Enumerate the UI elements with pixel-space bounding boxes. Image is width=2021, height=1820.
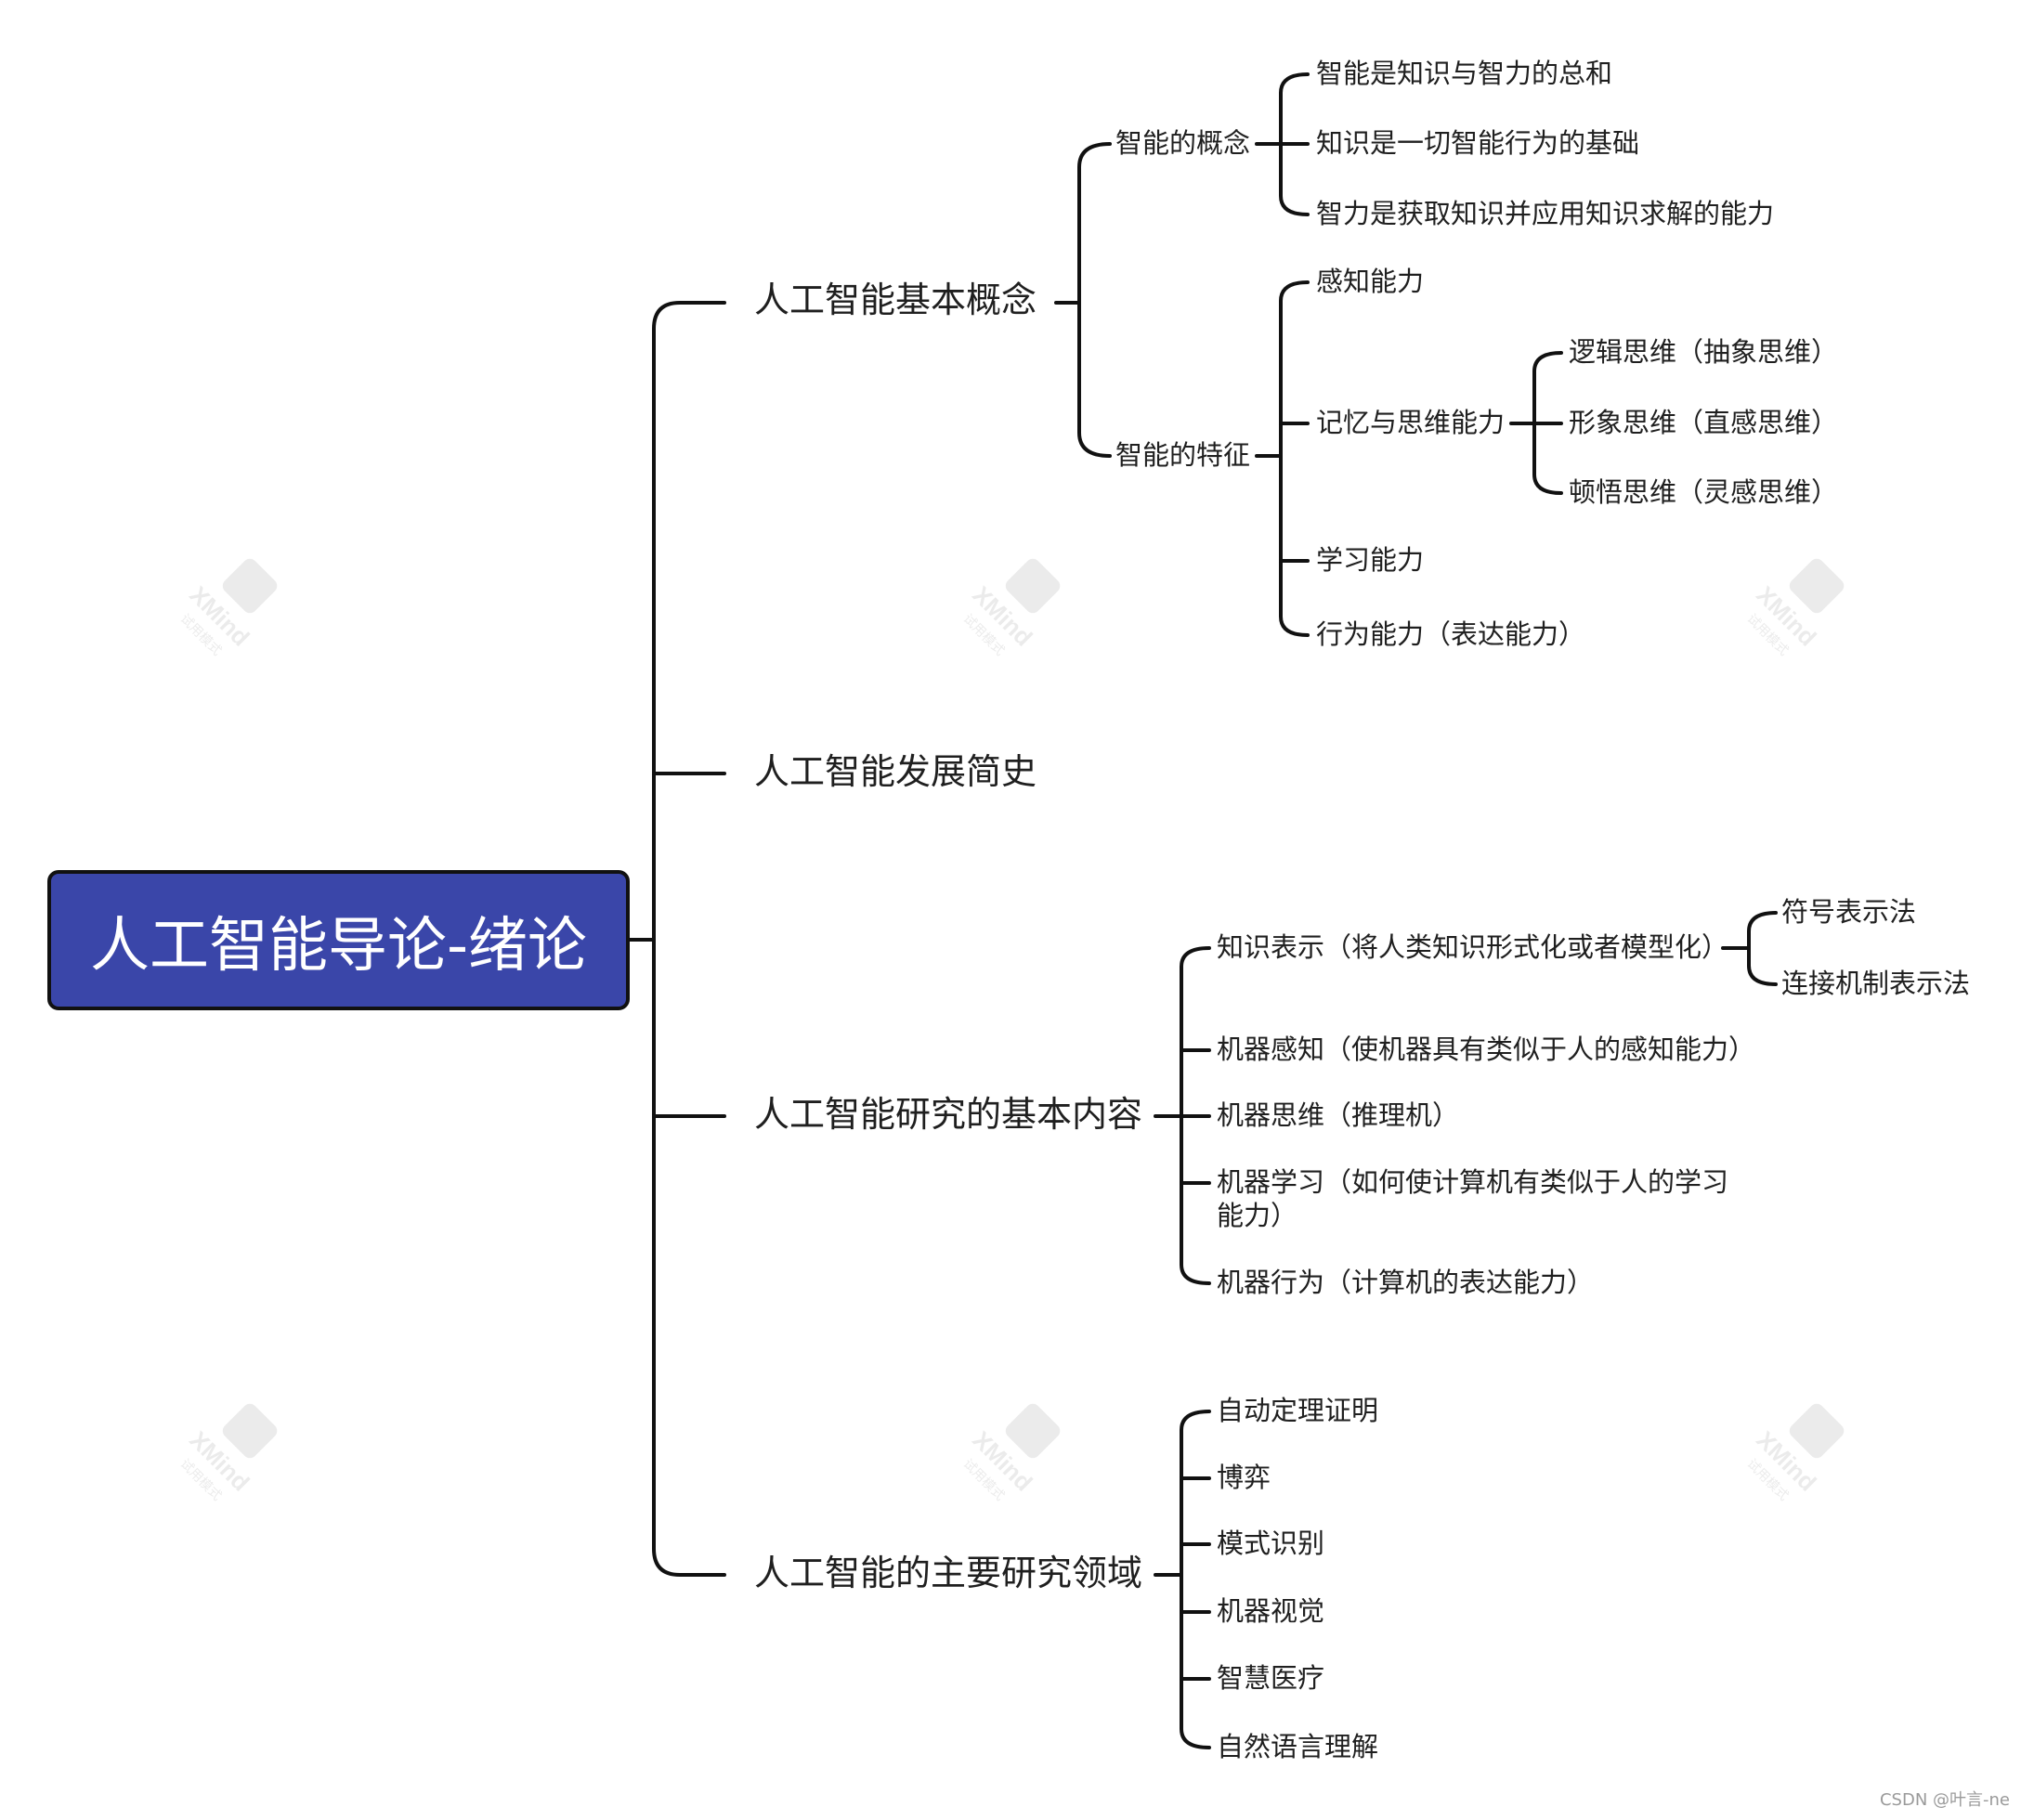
subtopic[interactable]: 博弈 <box>1217 1462 1271 1493</box>
central-topic-label: 人工智能导论-绪论 <box>89 911 588 981</box>
subtopic[interactable]: 机器感知（使机器具有类似于人的感知能力） <box>1217 1034 1756 1065</box>
subtopic[interactable]: 智力是获取知识并应用知识求解的能力 <box>1316 198 1775 229</box>
subtopic[interactable]: 学习能力 <box>1316 544 1425 576</box>
xmind-watermark: XMind 试用模式 <box>1725 539 1864 678</box>
subtopic[interactable]: 行为能力（表达能力） <box>1316 618 1586 650</box>
xmind-watermark: XMind 试用模式 <box>158 1384 297 1523</box>
branch-history[interactable]: 人工智能发展简史 <box>754 751 1037 792</box>
subtopic[interactable]: 智能是知识与智力的总和 <box>1316 58 1613 89</box>
branch-research-content[interactable]: 人工智能研究的基本内容 <box>754 1094 1143 1135</box>
subtopic[interactable]: 智慧医疗 <box>1217 1662 1325 1694</box>
subtopic[interactable]: 记忆与思维能力 <box>1316 407 1506 438</box>
subtopic[interactable]: 自然语言理解 <box>1217 1731 1379 1762</box>
xmind-watermark: XMind 试用模式 <box>158 539 297 678</box>
subtopic[interactable]: 自动定理证明 <box>1217 1395 1379 1426</box>
subtopic[interactable]: 模式识别 <box>1217 1528 1325 1559</box>
subtopic[interactable]: 符号表示法 <box>1781 896 1917 928</box>
subtopic[interactable]: 机器视觉 <box>1217 1595 1325 1627</box>
source-credit: CSDN @叶言-ne <box>1879 1790 2010 1810</box>
xmind-watermark: XMind 试用模式 <box>941 539 1080 678</box>
subtopic[interactable]: 逻辑思维（抽象思维） <box>1569 336 1839 368</box>
central-topic[interactable]: 人工智能导论-绪论 <box>47 870 630 1010</box>
subtopic[interactable]: 形象思维（直感思维） <box>1569 407 1839 438</box>
branch-basic-concepts[interactable]: 人工智能基本概念 <box>754 280 1037 320</box>
subtopic[interactable]: 连接机制表示法 <box>1781 968 1971 999</box>
subtopic[interactable]: 机器思维（推理机） <box>1217 1099 1460 1131</box>
subtopic[interactable]: 感知能力 <box>1316 266 1425 297</box>
subtopic[interactable]: 知识表示（将人类知识形式化或者模型化） <box>1217 931 1729 963</box>
subtopic[interactable]: 机器行为（计算机的表达能力） <box>1217 1267 1595 1298</box>
subtopic[interactable]: 顿悟思维（灵感思维） <box>1569 476 1839 508</box>
topic-intelligence-features[interactable]: 智能的特征 <box>1115 439 1251 471</box>
subtopic[interactable]: 知识是一切智能行为的基础 <box>1316 127 1640 159</box>
subtopic[interactable]: 机器学习（如何使计算机有类似于人的学习能力） <box>1217 1166 1729 1232</box>
topic-intelligence-concept[interactable]: 智能的概念 <box>1115 127 1251 159</box>
xmind-watermark: XMind 试用模式 <box>941 1384 1080 1523</box>
branch-research-fields[interactable]: 人工智能的主要研究领域 <box>754 1553 1143 1593</box>
xmind-watermark: XMind 试用模式 <box>1725 1384 1864 1523</box>
